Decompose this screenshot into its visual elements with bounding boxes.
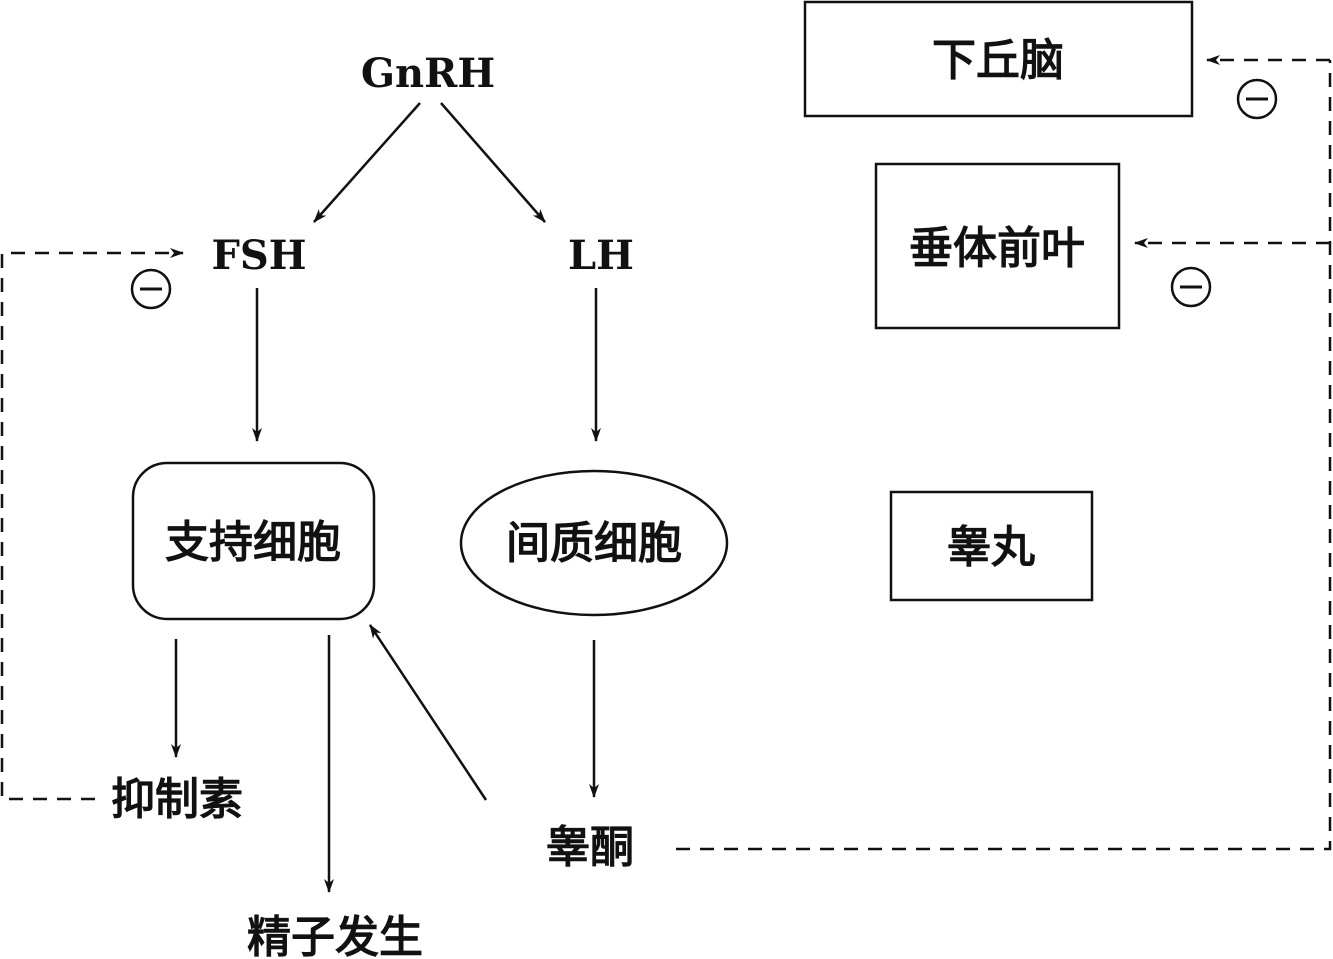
- arrow-gnrh-to-lh: [440, 102, 546, 223]
- minus-circle-icon: [1170, 266, 1212, 308]
- sertoli-cell-box: [131, 461, 376, 621]
- gnrh-label: GnRH: [361, 50, 495, 97]
- arrow-gnrh-to-fsh: [313, 102, 421, 223]
- pituitary-box: [874, 162, 1121, 330]
- arrow-testosterone-to-sertoli: [368, 624, 488, 801]
- testosterone-label: 睾酮: [546, 822, 634, 873]
- hypothalamus-label: 下丘脑: [932, 35, 1064, 86]
- spermatogenesis-label: 精子发生: [247, 912, 423, 959]
- leydig-cell-label: 间质细胞: [506, 518, 682, 569]
- testosterone-feedback-line: [676, 60, 1332, 851]
- inhibin-feedback-to-fsh: [0, 248, 184, 801]
- lh-label: LH: [568, 232, 634, 279]
- minus-circle-icon: [130, 268, 172, 310]
- fsh-label: FSH: [211, 232, 306, 279]
- leydig-cell-ellipse: [459, 469, 729, 617]
- minus-circle-icon: [1236, 78, 1278, 120]
- testis-label: 睾丸: [947, 522, 1035, 573]
- inhibin-label: 抑制素: [111, 774, 243, 825]
- pituitary-label: 垂体前叶: [909, 223, 1085, 274]
- hypothalamus-box: [803, 0, 1194, 118]
- sertoli-cell-label: 支持细胞: [165, 517, 341, 568]
- testis-box: [889, 490, 1094, 602]
